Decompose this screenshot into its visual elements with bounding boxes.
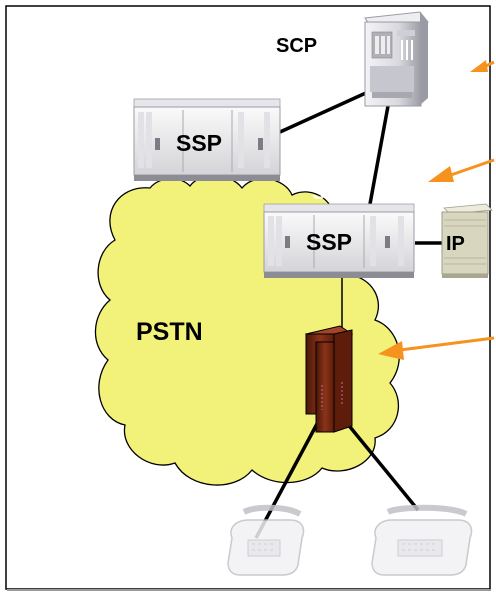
telephone-right-icon bbox=[371, 504, 473, 576]
pstn-label: PSTN bbox=[136, 318, 203, 346]
arrow-icon-ssp bbox=[428, 158, 495, 182]
ssp-top-label: SSP bbox=[176, 130, 222, 156]
link-ssp-scp bbox=[279, 90, 369, 134]
telephone-left-icon bbox=[227, 504, 305, 576]
arrow-icon-scp bbox=[470, 60, 495, 72]
ssp-switch-top-icon bbox=[133, 98, 281, 181]
ip-device-icon bbox=[441, 203, 493, 278]
scp-server-tower-icon bbox=[364, 11, 429, 107]
ssp-switch-main-icon bbox=[263, 203, 415, 278]
arrow-icon-pbx bbox=[378, 336, 495, 360]
ssp-main-label: SSP bbox=[306, 229, 352, 255]
ssp-ghost-label: SSP bbox=[312, 182, 352, 204]
link-pbx-phone-right bbox=[344, 420, 420, 512]
ip-label: IP bbox=[446, 233, 465, 255]
link-pbx-phone-left bbox=[254, 421, 320, 539]
scp-label: SCP bbox=[276, 35, 317, 57]
link-scp-ssp bbox=[368, 105, 390, 205]
pbx-switch-icon bbox=[304, 325, 354, 433]
